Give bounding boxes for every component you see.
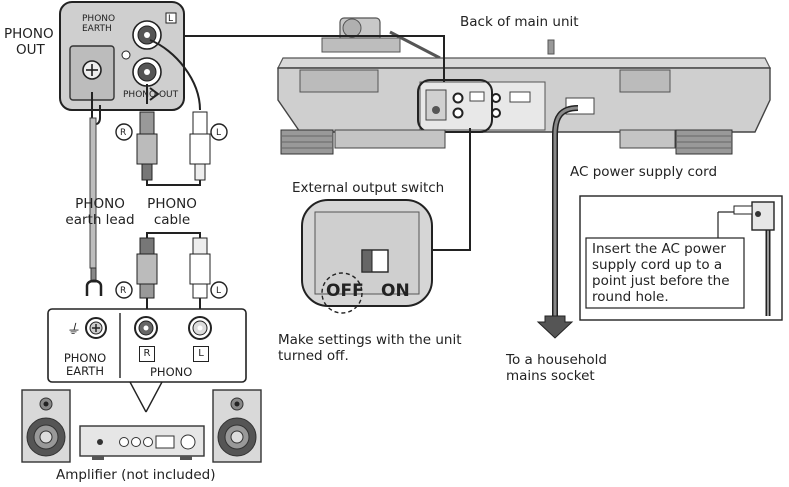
make-settings-line2: turned off. (278, 348, 349, 364)
amplifier-label: Amplifier (not included) (56, 467, 216, 483)
svg-text:⏚: ⏚ (66, 322, 80, 338)
inset-phono-earth-label: PHONO EARTH (82, 14, 115, 34)
inset-phono-earth-line1: PHONO (82, 14, 116, 24)
external-output-switch-inset (301, 199, 433, 314)
phono-out-inset (59, 1, 185, 111)
phono-cable-line2: cable (153, 212, 191, 228)
household-socket-label: To a household mains socket (506, 352, 607, 384)
switch-on-label: ON (381, 281, 410, 301)
amp-phono-earth-line2: EARTH (66, 364, 104, 378)
amp-input-panel: ⏚ (47, 308, 247, 413)
phono-out-label-line1: PHONO (4, 26, 54, 42)
inset-phono-earth-line2: EARTH (82, 24, 112, 34)
make-settings-line1: Make settings with the unit (278, 332, 462, 348)
rl-circle-marks (115, 123, 228, 299)
earth-lead-line1: PHONO (75, 196, 125, 212)
make-settings-label: Make settings with the unit turned off. (278, 332, 462, 364)
insert-ac-line1: Insert the AC power (592, 241, 726, 257)
insert-ac-line3: point just before the (592, 273, 730, 289)
amp-phono-earth-label: PHONO EARTH (52, 352, 118, 378)
plug-mark-l-lower: L (216, 286, 222, 296)
insert-ac-line2: supply cord up to a (592, 257, 723, 273)
earth-lead-line2: earth lead (65, 212, 135, 228)
external-output-switch-label: External output switch (292, 180, 445, 196)
insert-ac-line4: round hole. (592, 289, 669, 305)
plug-mark-r-upper: R (120, 128, 127, 138)
earth-lead (85, 92, 103, 296)
ac-plug-detail (579, 195, 783, 321)
back-of-main-unit-label: Back of main unit (460, 14, 579, 30)
phono-cable-line1: PHONO (147, 196, 197, 212)
amp-l-box: L (193, 346, 209, 362)
inset-l-mark: L (168, 14, 174, 24)
insert-ac-note: Insert the AC power supply cord up to a … (592, 241, 730, 305)
ac-power-supply-cord-label: AC power supply cord (570, 164, 718, 180)
switch-off-label: OFF (326, 281, 364, 301)
ac-power-cord (536, 105, 579, 339)
turntable-unit (277, 17, 771, 155)
phono-earth-lead-label: PHONO earth lead (58, 196, 142, 228)
plug-mark-r-lower: R (120, 286, 127, 296)
household-socket-line2: mains socket (506, 368, 595, 384)
amp-phono-label: PHONO (150, 365, 193, 379)
phono-cable-label: PHONO cable (138, 196, 206, 228)
household-socket-line1: To a household (506, 352, 607, 368)
phono-out-label-line2: OUT (16, 42, 45, 58)
amp-phono-earth-line1: PHONO (63, 351, 107, 365)
amplifier-system (21, 389, 262, 463)
plug-mark-l-upper: L (216, 128, 222, 138)
phono-cable-plugs-lower (136, 237, 211, 312)
amp-r-box: R (139, 346, 155, 362)
inset-phono-out-label: PHONO OUT (123, 90, 179, 100)
phono-out-label: PHONO OUT (4, 26, 54, 58)
phono-cable-plugs-upper (136, 39, 211, 238)
